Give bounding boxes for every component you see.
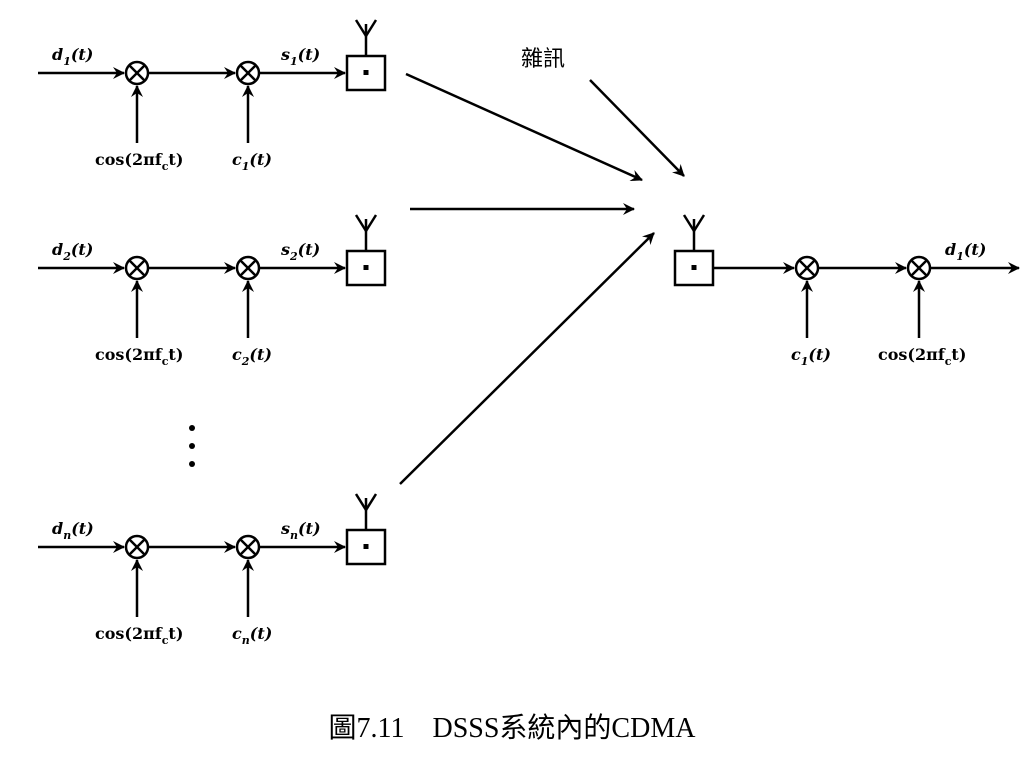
mixer-cross-b <box>798 259 816 277</box>
antenna-arm-left <box>354 19 368 37</box>
code-mixer <box>235 534 261 560</box>
signal-label: s1(t) <box>280 45 320 68</box>
ellipsis-dot <box>189 443 195 449</box>
mixer-cross-b <box>128 259 146 277</box>
transmit-antenna <box>345 19 387 92</box>
ellipsis-dot <box>189 461 195 467</box>
mixer-cross-b <box>239 538 257 556</box>
noise-arrow <box>589 79 685 177</box>
rx-code-label: c1(t) <box>791 345 831 368</box>
signal-label: sn(t) <box>280 519 321 542</box>
code-label: c2(t) <box>232 345 272 368</box>
link-user-n <box>399 232 655 485</box>
rx-code-mixer <box>794 255 820 281</box>
carrier-label: cos(2πfct) <box>95 624 183 647</box>
code-label: cn(t) <box>232 624 272 647</box>
carrier-mixer <box>124 255 150 281</box>
transmitter-row-3: dn(t) cos(2πfct) cn(t) sn(t) <box>38 493 387 647</box>
carrier-mixer <box>124 60 150 86</box>
rx-carrier-mixer <box>906 255 932 281</box>
transmitter-row-2: d2(t) cos(2πfct) c2(t) s2(t) <box>38 214 387 368</box>
mixer-cross-b <box>239 64 257 82</box>
output-label: d1(t) <box>945 240 986 263</box>
mixer-cross-b <box>910 259 928 277</box>
antenna-box-dot <box>363 544 369 549</box>
antenna-arm-right <box>364 19 378 37</box>
noise-label: 雜訊 <box>521 47 565 72</box>
receive-antenna <box>673 214 715 287</box>
ellipsis-dot <box>189 425 195 431</box>
antenna-box-dot <box>691 265 697 270</box>
ellipsis-dots <box>189 425 195 467</box>
antenna-arm-left <box>682 214 696 232</box>
antenna-arm-right <box>692 214 706 232</box>
carrier-mixer <box>124 534 150 560</box>
antenna-arm-right <box>364 214 378 232</box>
mixer-cross-b <box>128 64 146 82</box>
mixer-cross-b <box>239 259 257 277</box>
link-user-1 <box>405 72 643 182</box>
carrier-label: cos(2πfct) <box>95 345 183 368</box>
figure-caption: 圖7.11 DSSS系統內的CDMA <box>328 713 696 744</box>
code-mixer <box>235 255 261 281</box>
antenna-box-dot <box>363 70 369 75</box>
carrier-label: cos(2πfct) <box>95 150 183 173</box>
mixer-cross-b <box>128 538 146 556</box>
data-input-label: dn(t) <box>52 519 94 542</box>
transmitter-row-1: d1(t) cos(2πfct) c1(t) s1(t) <box>38 19 387 173</box>
antenna-box-dot <box>363 265 369 270</box>
data-input-label: d1(t) <box>52 45 93 68</box>
transmit-antenna <box>345 493 387 566</box>
antenna-arm-right <box>364 493 378 511</box>
data-input-label: d2(t) <box>52 240 93 263</box>
antenna-arm-left <box>354 493 368 511</box>
signal-label: s2(t) <box>280 240 320 263</box>
rx-carrier-label: cos(2πfct) <box>878 345 966 368</box>
transmit-antenna <box>345 214 387 287</box>
code-label: c1(t) <box>232 150 272 173</box>
antenna-arm-left <box>354 214 368 232</box>
code-mixer <box>235 60 261 86</box>
